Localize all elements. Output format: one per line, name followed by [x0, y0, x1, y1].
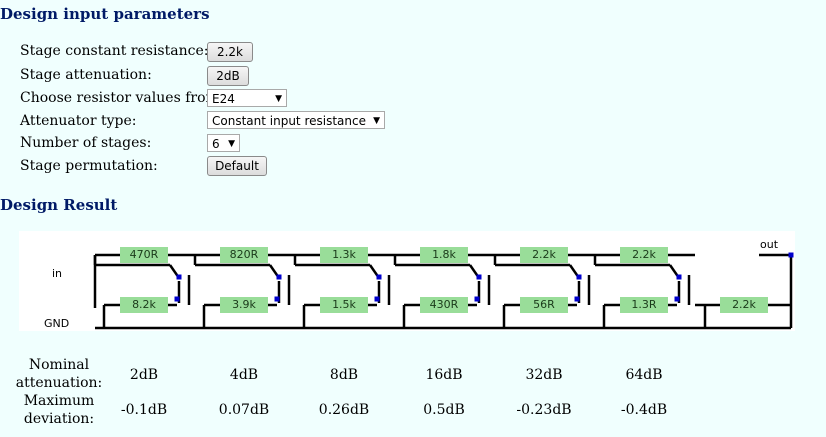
design-input-heading: Design input parameters [0, 5, 210, 23]
out-label: out [760, 238, 779, 251]
deviation-cell-1: -0.1dB [120, 402, 168, 418]
attenuator-type-value: Constant input resistance [212, 114, 366, 128]
switch-contact-shunt-2 [274, 296, 280, 302]
deviation-cell-5: -0.23dB [516, 402, 572, 418]
switch-contact-shunt-1 [174, 296, 180, 302]
stage-permutation-button[interactable]: Default [207, 156, 267, 176]
series-resistor-4: 1.8k [420, 247, 468, 263]
switch-contact-shunt-4 [474, 296, 480, 302]
nominal-cell-5: 32dB [525, 367, 563, 383]
switch-contact-shunt-6 [674, 296, 680, 302]
nominal-cell-1: 2dB [129, 367, 159, 383]
shunt-resistor-6: 1.3R [620, 297, 668, 313]
deviation-cell-3: 0.26dB [318, 402, 370, 418]
attenuator-type-select[interactable]: Constant input resistance ▼ [207, 111, 385, 129]
switch-contact-6 [676, 274, 682, 280]
circuit-wires [93, 252, 794, 330]
gnd-label: GND [44, 317, 70, 330]
shunt-resistor-4: 430R [420, 297, 468, 313]
constant-resistance-label: Stage constant resistance: [20, 43, 209, 59]
series-resistor-3: 1.3k [320, 247, 368, 263]
switch-contact-3 [376, 274, 382, 280]
resistor-series-select[interactable]: E24 ▼ [207, 89, 287, 107]
chevron-down-icon: ▼ [275, 94, 282, 104]
shunt-resistor-1: 8.2k [120, 297, 168, 313]
num-stages-value: 6 [212, 137, 220, 151]
series-resistor-5: 2.2k [520, 247, 568, 263]
nominal-attenuation-label: Nominal attenuation: [14, 358, 104, 391]
switch-contact-2 [276, 274, 282, 280]
switch-contact-shunt-5 [574, 296, 580, 302]
num-stages-select[interactable]: 6 ▼ [207, 134, 240, 152]
stage-permutation-label: Stage permutation: [20, 158, 158, 174]
deviation-cell-4: 0.5dB [423, 402, 465, 418]
switch-contact-5 [576, 274, 582, 280]
nominal-cell-3: 8dB [329, 367, 359, 383]
termination-resistor: 2.2k [720, 297, 768, 313]
constant-resistance-button[interactable]: 2.2k [207, 42, 253, 62]
stage-attenuation-button[interactable]: 2dB [207, 66, 249, 86]
switch-contact-4 [476, 274, 482, 280]
maximum-deviation-label: Maximum deviation: [14, 394, 104, 427]
nominal-cell-2: 4dB [229, 367, 259, 383]
resistor-series-value: E24 [212, 92, 235, 106]
series-resistor-2: 820R [220, 247, 268, 263]
switch-contact-1 [176, 274, 182, 280]
series-resistor-6: 2.2k [620, 247, 668, 263]
nominal-label-line1: Nominal [28, 357, 90, 373]
nominal-cell-4: 16dB [425, 367, 463, 383]
deviation-label-line2: deviation: [23, 411, 95, 427]
resistor-series-label: Choose resistor values from: [20, 90, 224, 106]
deviation-cell-6: -0.4dB [620, 402, 668, 418]
deviation-label-line1: Maximum [23, 393, 95, 409]
in-label: in [52, 267, 63, 280]
nominal-cell-6: 64dB [625, 367, 663, 383]
deviation-cell-2: 0.07dB [218, 402, 270, 418]
nominal-label-line2: attenuation: [15, 375, 103, 391]
shunt-resistor-2: 3.9k [220, 297, 268, 313]
shunt-resistor-5: 56R [520, 297, 568, 313]
attenuator-type-label: Attenuator type: [20, 113, 137, 129]
design-result-heading: Design Result [0, 196, 118, 214]
chevron-down-icon: ▼ [228, 139, 235, 149]
series-resistor-1: 470R [120, 247, 168, 263]
circuit-diagram: in GND out 470R 820R 1.3k 1.8k 2.2k 2.2k… [19, 231, 795, 331]
chevron-down-icon: ▼ [373, 116, 380, 126]
num-stages-label: Number of stages: [20, 135, 152, 151]
shunt-resistor-3: 1.5k [320, 297, 368, 313]
stage-attenuation-label: Stage attenuation: [20, 67, 152, 83]
switch-contact-shunt-3 [374, 296, 380, 302]
output-terminal [788, 252, 794, 258]
